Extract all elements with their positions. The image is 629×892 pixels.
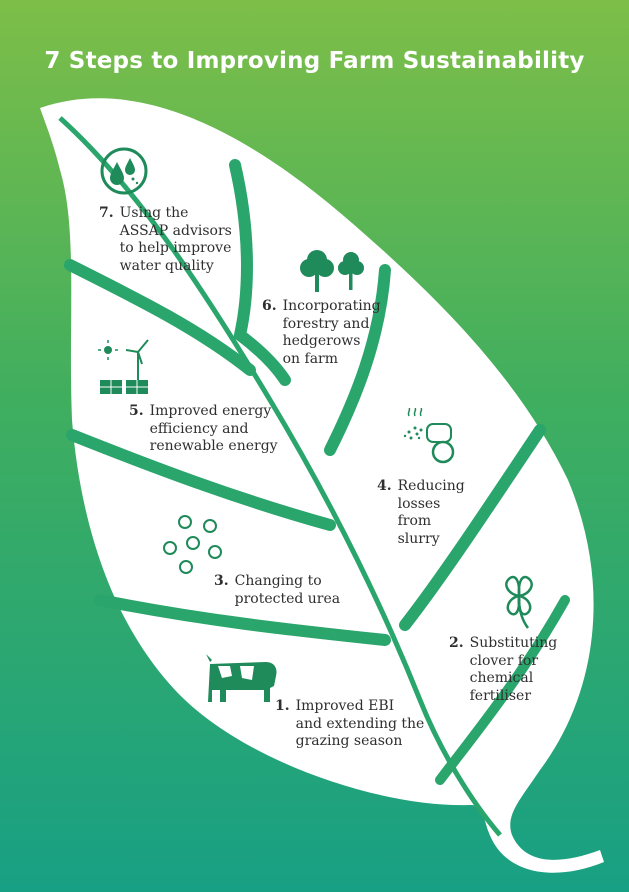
step-number: 3.: [214, 573, 229, 589]
step-number: 1.: [275, 698, 290, 714]
step-text: Using the ASSAP advisors to help improve…: [119, 205, 232, 274]
step-4: 4. Reducing losses from slurry: [377, 478, 465, 548]
step-3: 3. Changing to protected urea: [214, 573, 340, 608]
step-text: Reducing losses from slurry: [397, 478, 465, 547]
urea-granules-icon: [160, 512, 230, 586]
step-text: Improved EBI and extending the grazing s…: [295, 698, 425, 749]
step-number: 6.: [262, 298, 277, 314]
step-number: 7.: [99, 205, 114, 221]
step-number: 4.: [377, 478, 392, 494]
slurry-spreader-icon: [399, 407, 459, 472]
step-text: Substituting clover for chemical fertili…: [469, 635, 558, 704]
step-5: 5. Improved energy efficiency and renewab…: [129, 403, 278, 456]
clover-icon: [494, 572, 544, 636]
step-6: 6. Incorporating forestry and hedgerows o…: [262, 298, 381, 368]
cow-icon: [204, 652, 280, 708]
step-number: 5.: [129, 403, 144, 419]
water-drops-icon: [99, 146, 149, 200]
step-text: Incorporating forestry and hedgerows on …: [282, 298, 381, 367]
step-text: Changing to protected urea: [234, 573, 341, 607]
step-1: 1. Improved EBI and extending the grazing…: [275, 698, 424, 751]
solar-wind-icon: [96, 338, 156, 402]
page-title: 7 Steps to Improving Farm Sustainability: [44, 48, 585, 74]
step-text: Improved energy efficiency and renewable…: [149, 403, 278, 454]
step-2: 2. Substituting clover for chemical ferti…: [449, 635, 557, 705]
trees-icon: [299, 246, 369, 300]
step-number: 2.: [449, 635, 464, 651]
step-7: 7. Using the ASSAP advisors to help impro…: [99, 205, 232, 275]
